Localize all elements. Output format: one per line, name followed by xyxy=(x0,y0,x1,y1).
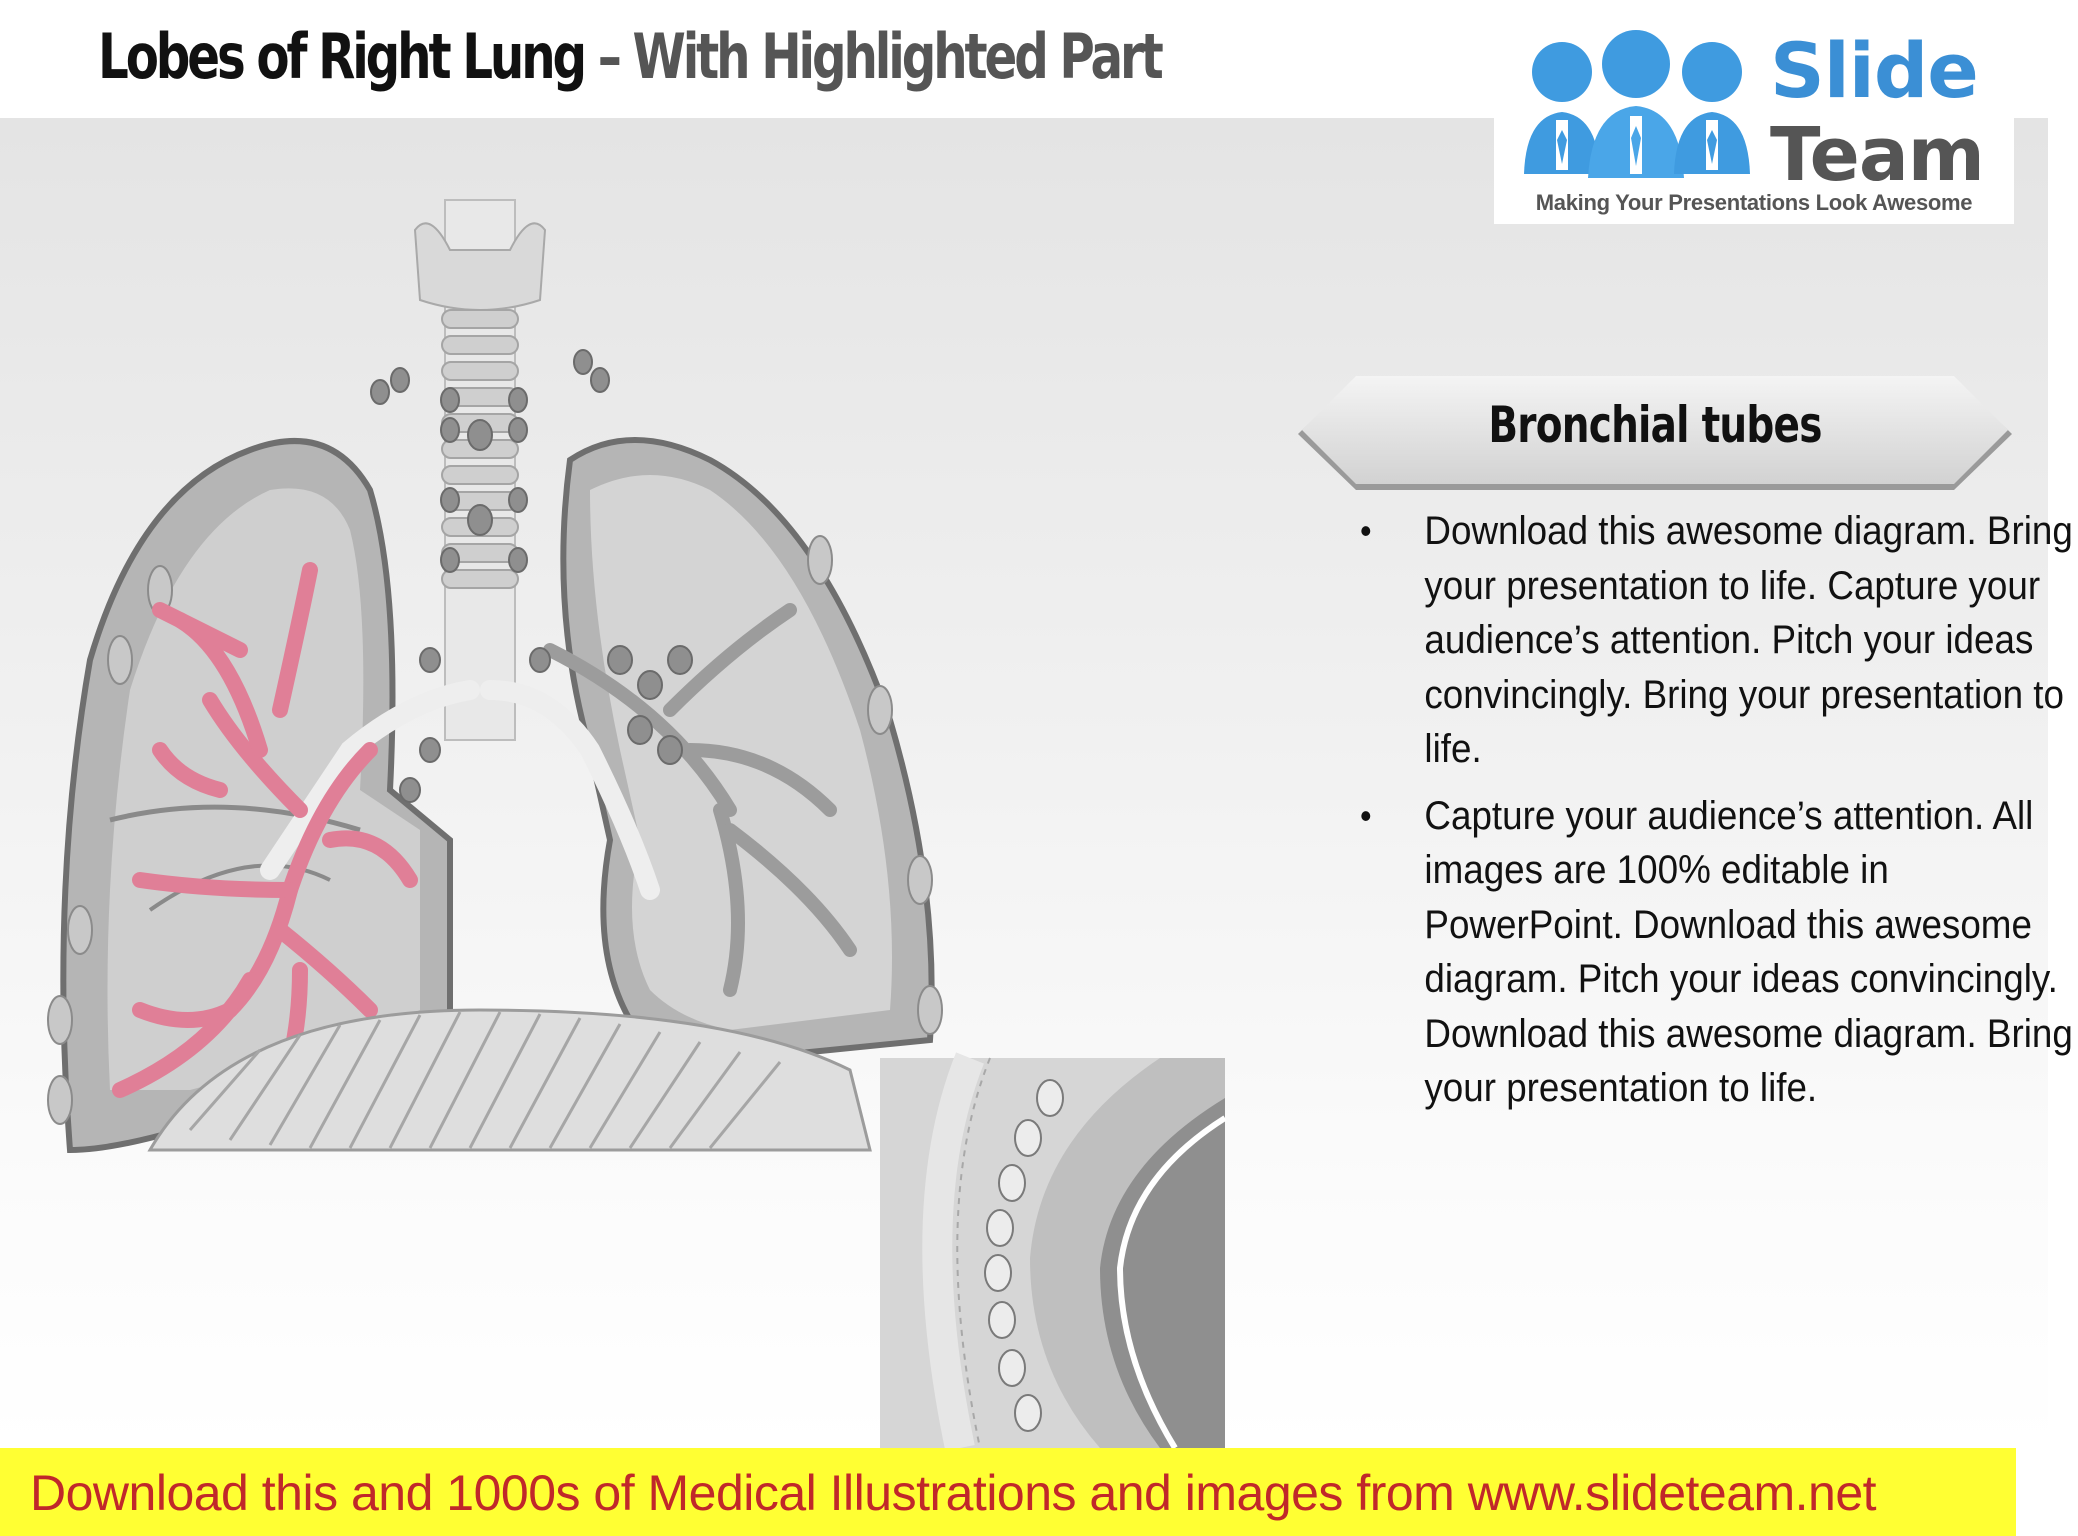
logo-text-team: Team xyxy=(1770,112,1985,198)
title-main: Lobes of Right Lung xyxy=(98,20,587,93)
bullet-list: • Download this awesome diagram. Bring yo… xyxy=(1360,504,2073,1128)
logo-text-slide: Slide xyxy=(1770,26,1979,115)
lung-illustration xyxy=(47,199,943,1154)
section-heading: Bronchial tubes xyxy=(1488,396,1822,454)
bullet-dot-icon: • xyxy=(1360,794,1372,836)
bullet-text: Download this awesome diagram. Bring you… xyxy=(1424,509,2073,771)
bullet-text: Capture your audience’s attention. All i… xyxy=(1424,793,2073,1111)
title-separator: – xyxy=(584,20,633,93)
bullet-item: • Capture your audience’s attention. All … xyxy=(1360,789,2078,1116)
trachea xyxy=(413,199,547,741)
section-banner: Bronchial tubes xyxy=(1296,376,2014,494)
bronchial-wall-inset xyxy=(880,1052,1227,1452)
title-highlight: With Highlighted Part xyxy=(632,20,1163,93)
diaphragm xyxy=(147,1008,872,1152)
left-lung xyxy=(543,437,935,1064)
bullet-dot-icon: • xyxy=(1360,510,1372,551)
slideteam-logo: Slide Team Making Your Presentations Loo… xyxy=(1494,24,2014,224)
banner-shape xyxy=(1298,376,2012,490)
footer-text: Download this and 1000s of Medical Illus… xyxy=(30,1465,1877,1521)
highlighted-bronchial-tubes xyxy=(112,562,418,1098)
people-icon xyxy=(1524,30,1750,178)
logo-tagline: Making Your Presentations Look Awesome xyxy=(1535,190,1973,215)
bullet-item: • Download this awesome diagram. Bring yo… xyxy=(1360,504,2078,777)
page-title: Lobes of Right Lung – With Highlighted P… xyxy=(98,20,1164,93)
lymph-nodes xyxy=(370,349,693,803)
main-bronchi xyxy=(260,680,660,900)
footer-banner: Download this and 1000s of Medical Illus… xyxy=(0,1448,2016,1536)
